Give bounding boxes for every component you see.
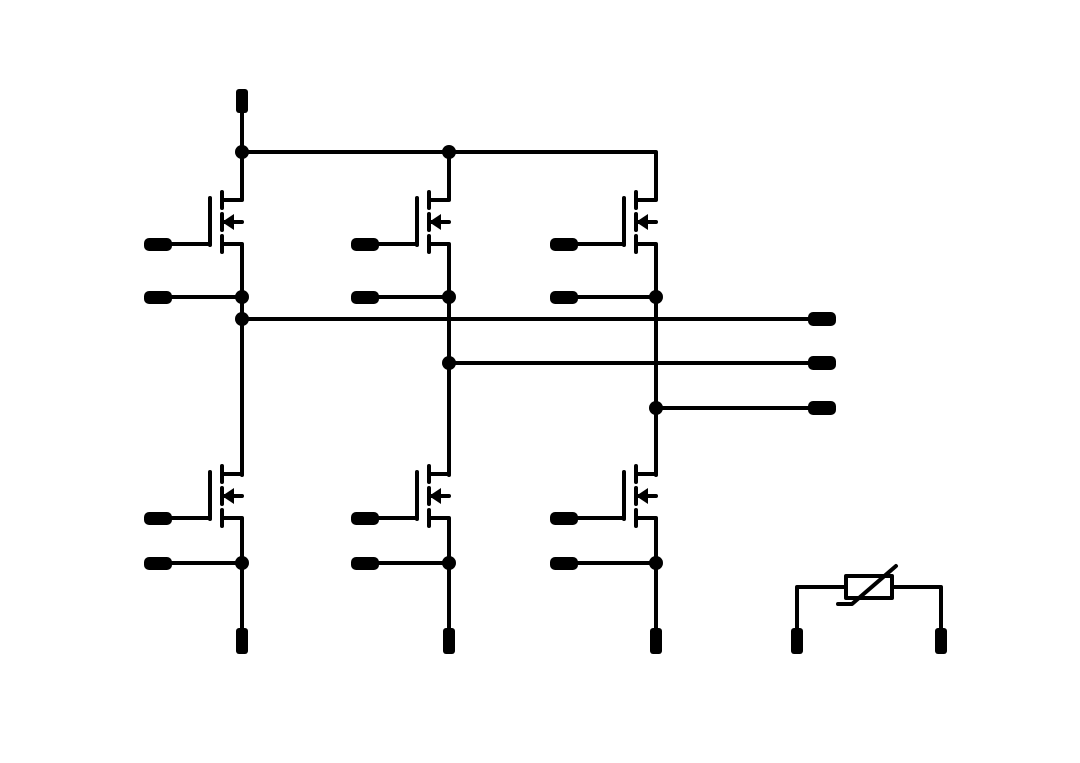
mosfet-low-1 <box>208 445 244 564</box>
pin-bottom-1 <box>236 628 248 654</box>
mosfet-low-3 <box>622 445 658 564</box>
pin-sense-low-2 <box>351 557 379 570</box>
mosfet-high-2 <box>415 170 451 298</box>
pin-sense-high-1 <box>144 291 172 304</box>
mosfet-high-1 <box>208 170 244 298</box>
junction-phase-1 <box>235 312 249 326</box>
junction-bus-1 <box>235 145 249 159</box>
thermistor <box>795 564 943 632</box>
pin-gate-low-2 <box>351 512 379 525</box>
pin-sense-low-1 <box>144 557 172 570</box>
pin-bottom-2 <box>443 628 455 654</box>
pin-gate-high-3 <box>550 238 578 251</box>
pin-phase-1-out <box>808 312 836 326</box>
pin-sense-low-3 <box>550 557 578 570</box>
junction-phase-3 <box>649 401 663 415</box>
mosfet-high-3 <box>622 170 658 298</box>
pin-phase-3-out <box>808 401 836 415</box>
junction-phase-2 <box>442 356 456 370</box>
pin-gate-low-3 <box>550 512 578 525</box>
pin-thermistor-2 <box>935 628 947 654</box>
pin-top-supply <box>236 89 248 113</box>
wire-high-bus <box>240 150 658 174</box>
pin-thermistor-1 <box>791 628 803 654</box>
pin-gate-high-1 <box>144 238 172 251</box>
pin-sense-high-2 <box>351 291 379 304</box>
junction-bus-2 <box>442 145 456 159</box>
pin-sense-high-3 <box>550 291 578 304</box>
pin-bottom-3 <box>650 628 662 654</box>
pin-gate-low-1 <box>144 512 172 525</box>
pin-phase-2-out <box>808 356 836 370</box>
mosfet-low-2 <box>415 445 451 564</box>
pin-gate-high-2 <box>351 238 379 251</box>
